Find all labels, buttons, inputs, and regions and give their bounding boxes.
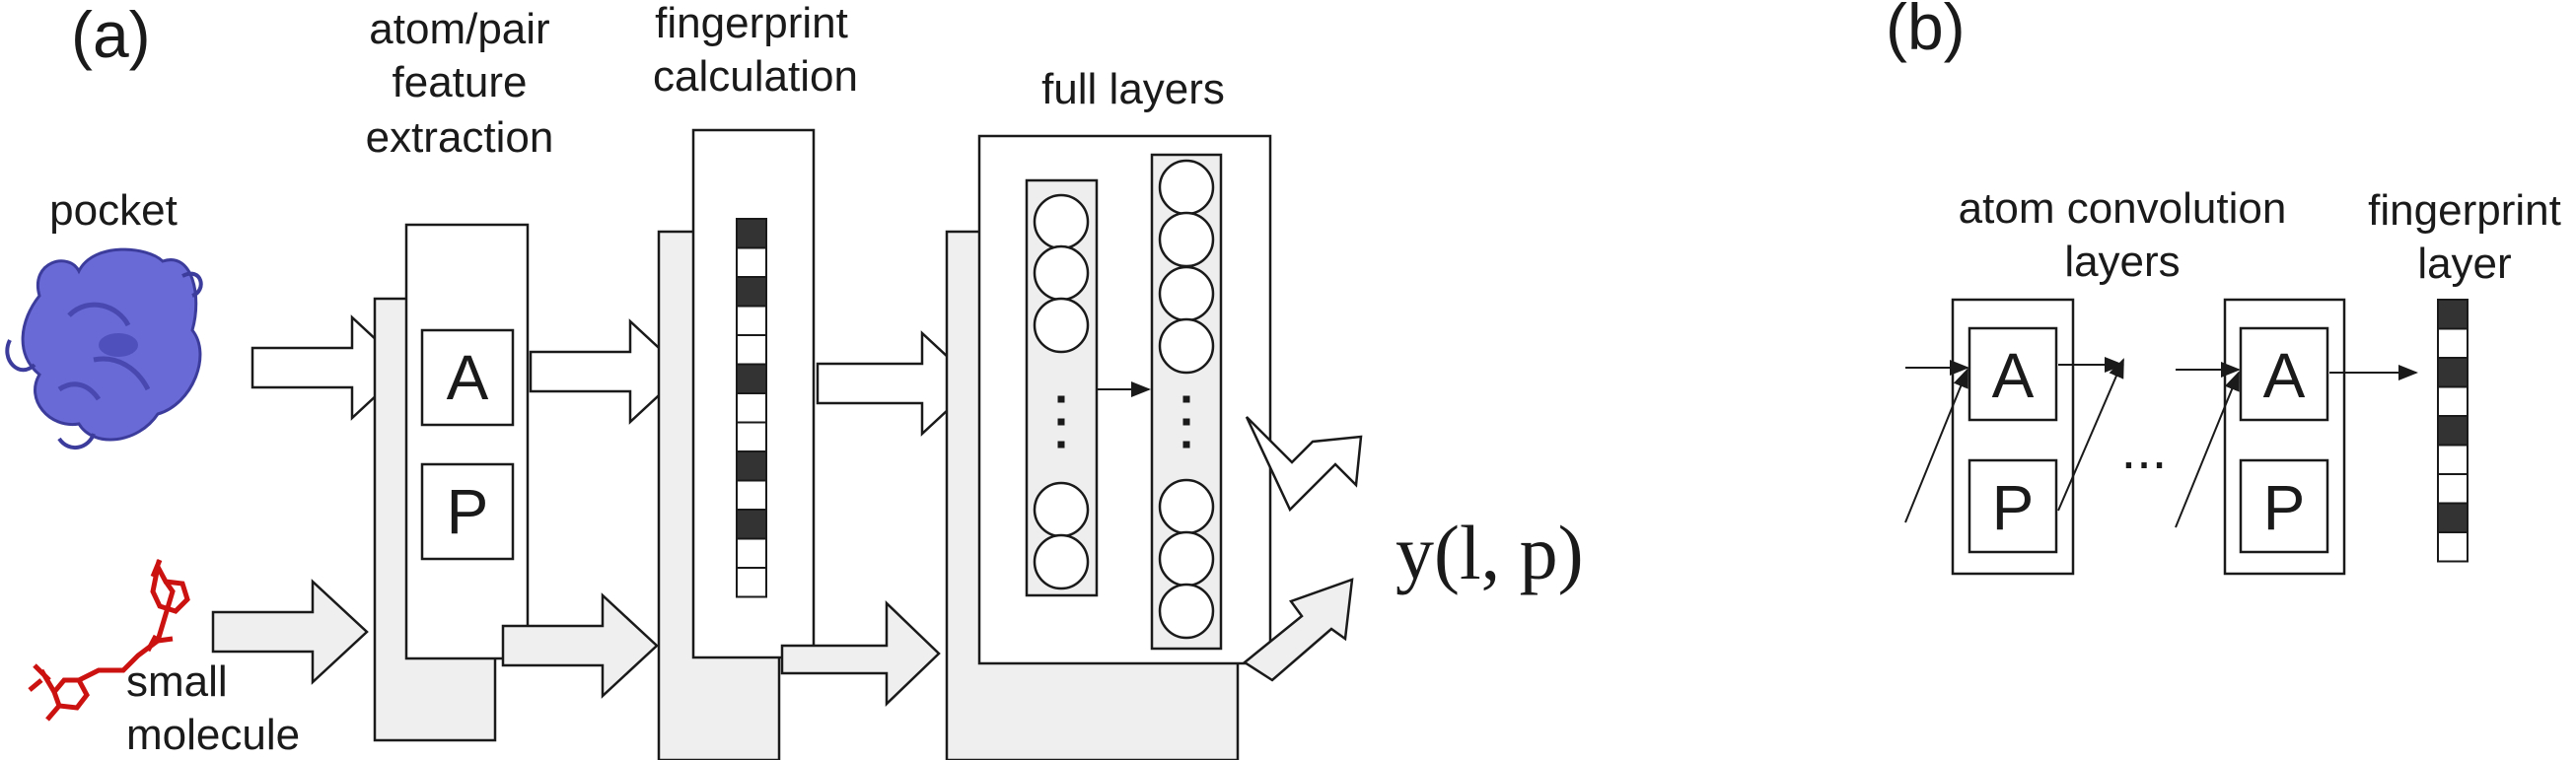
fingerprint-bit [736,218,767,249]
conv2-atom-box [2239,326,2329,422]
stage2-title-1: fingerprint [655,0,848,47]
fingerprint-layer-bit [2437,357,2469,388]
ellipsis-dot [1057,418,1065,426]
fingerprint-bit [736,276,767,308]
output-arrow [1245,416,1363,513]
neuron-node [1033,244,1090,302]
atom-letter: A [447,342,489,413]
fp-layer-title-1: fingerprint [2368,186,2561,235]
neuron-node [1158,317,1215,375]
fingerprint-bit [736,421,767,452]
fingerprint-bit [736,567,767,598]
fingerprint-bit [736,537,767,569]
conv1-pair-box [1968,458,2058,554]
neuron-node [1158,211,1215,268]
fingerprint-layer-vector [2437,299,2469,563]
stage3-title: full layers [1041,65,1225,113]
conv-title-2: layers [2064,238,2180,286]
neuron-node [1033,533,1090,590]
fingerprint-bit [736,450,767,482]
neuron-node [1158,530,1215,587]
stage1-box [404,223,530,660]
conv2-pair-box [2239,458,2329,554]
ellipsis-dot [1057,395,1065,403]
fingerprint-bit [736,479,767,511]
ellipsis-dot [1057,441,1065,449]
conv1-pair-input-arrow [1904,368,1968,523]
layer2-nodes [1158,159,1215,640]
fingerprint-layer-bit [2437,415,2469,447]
stage3-box [977,134,1272,665]
neuron-node [1033,193,1090,250]
small-molecule-label-2: molecule [126,711,300,759]
fingerprint-bit [736,246,767,278]
ellipsis-dot [1182,418,1190,426]
conv-title-1: atom convolution [1959,184,2287,233]
stage1-to-stage2-shadow-arrow [501,592,659,699]
stage2-title-2: calculation [653,52,858,101]
fingerprint-bit [736,392,767,424]
stage1-to-stage2-arrow [529,318,686,425]
stage1-title-2: feature [393,58,528,106]
small-molecule-image [28,559,190,722]
fingerprint-layer-bit [2437,444,2469,475]
panel-b-label: (b) [1886,0,1966,63]
conv1-pair-letter: P [1992,472,2035,543]
output-label: y(l, p) [1395,510,1584,595]
ellipsis-dot [1182,395,1190,403]
fingerprint-layer-bit [2437,385,2469,417]
fp-layer-title-2: layer [2417,240,2511,288]
fingerprint-layer-bit [2437,531,2469,563]
conv2-pair-input-arrow [2175,371,2240,528]
fingerprint-bit [736,509,767,540]
conv1-atom-letter: A [1992,340,2035,411]
conv1-pair-output-arrow [2057,358,2124,512]
stage2-to-stage3-shadow-arrow [780,600,941,707]
neuron-node [1158,265,1215,322]
neuron-node [1158,159,1215,216]
panel-a-label: (a) [71,0,151,71]
fingerprint-bit [736,363,767,394]
output-shadow-arrow [1242,578,1354,682]
pocket-label: pocket [49,186,178,235]
layer1-nodes [1033,193,1090,590]
atom-box [420,328,515,427]
fingerprint-layer-bit [2437,299,2469,330]
fingerprint-layer-bit [2437,327,2469,359]
ellipsis-dot [1182,441,1190,449]
fingerprint-layer-bit [2437,473,2469,505]
fingerprint-bit [736,334,767,366]
neuron-node [1033,297,1090,354]
fingerprint-vector [736,218,767,598]
stage1-title-3: extraction [366,113,554,162]
small-molecule-label-1: small [126,657,228,706]
stage1-title-1: atom/pair [369,5,549,53]
pair-letter: P [447,476,489,547]
neuron-node [1033,481,1090,538]
fingerprint-layer-bit [2437,502,2469,533]
conv2-atom-letter: A [2263,340,2306,411]
conv2-pair-letter: P [2263,472,2306,543]
molecule-arrow [211,579,369,685]
conv1-atom-box [1968,326,2058,422]
fingerprint-bit [736,305,767,336]
layers-ellipsis: ... [2121,418,2168,480]
protein-pocket-image [5,247,203,449]
neuron-node [1158,583,1215,640]
neuron-node [1158,478,1215,535]
pair-box [420,462,515,561]
